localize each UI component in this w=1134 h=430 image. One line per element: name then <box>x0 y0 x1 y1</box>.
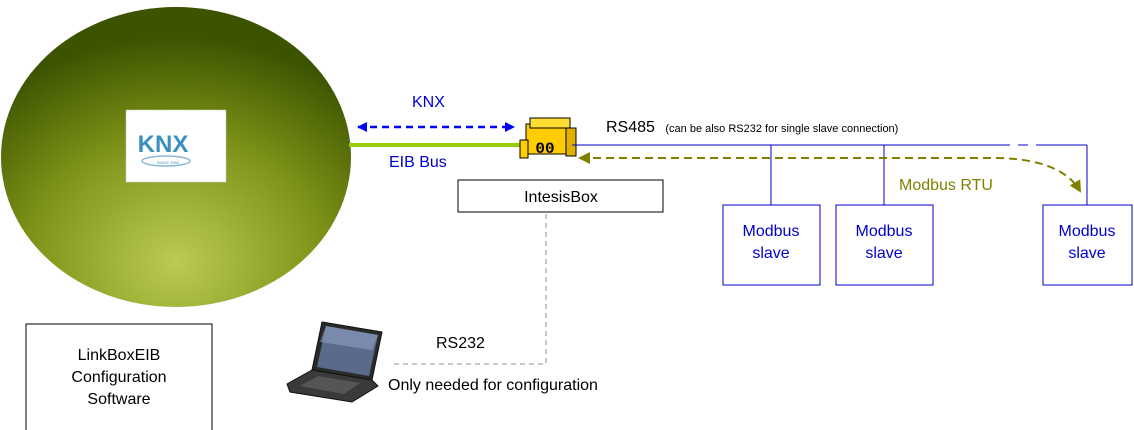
modbus-slave-1: Modbus slave <box>722 204 821 286</box>
rs485-label-main: RS485 <box>606 119 655 136</box>
intesisbox-device-icon: 00 <box>519 117 577 159</box>
knx-logo-swoosh <box>141 155 191 167</box>
software-line-3: Software <box>87 391 150 408</box>
eib-bus-label: EIB Bus <box>389 154 447 171</box>
modbus-slave-2: Modbus slave <box>835 204 934 286</box>
knx-network: KNX SINCE 1990 <box>1 7 351 307</box>
modbus-slave-3-line2: slave <box>1068 245 1105 262</box>
modbus-slave-3: Modbus slave <box>1042 204 1133 286</box>
modbus-slave-1-line1: Modbus <box>743 223 800 240</box>
linkboxeib-software-box: LinkBoxEIB Configuration Software <box>25 323 213 430</box>
modbus-rtu-arrow <box>578 152 1082 193</box>
modbus-slave-1-line2: slave <box>752 245 789 262</box>
rs485-label: RS485 (can be also RS232 for single slav… <box>606 119 898 136</box>
device-badge: 00 <box>535 140 554 158</box>
knx-logo-text: KNX <box>138 131 189 158</box>
intesisbox-label: IntesisBox <box>524 189 598 206</box>
knx-logo-panel <box>125 109 227 183</box>
modbus-slave-3-line1: Modbus <box>1059 223 1116 240</box>
modbus-slave-2-line2: slave <box>865 245 902 262</box>
software-line-2: Configuration <box>71 369 166 386</box>
modbus-rtu-label: Modbus RTU <box>899 177 993 194</box>
rs485-label-note: (can be also RS232 for single slave conn… <box>665 123 898 135</box>
knx-protocol-label: KNX <box>412 94 445 111</box>
config-caption: Only needed for configuration <box>388 377 598 394</box>
software-line-1: LinkBoxEIB <box>78 347 161 364</box>
knx-logo-tagline: SINCE 1990 <box>157 160 180 165</box>
modbus-slave-2-line1: Modbus <box>856 223 913 240</box>
rs232-label: RS232 <box>436 335 485 352</box>
rs232-config-link <box>390 214 547 365</box>
laptop-icon <box>286 321 383 403</box>
